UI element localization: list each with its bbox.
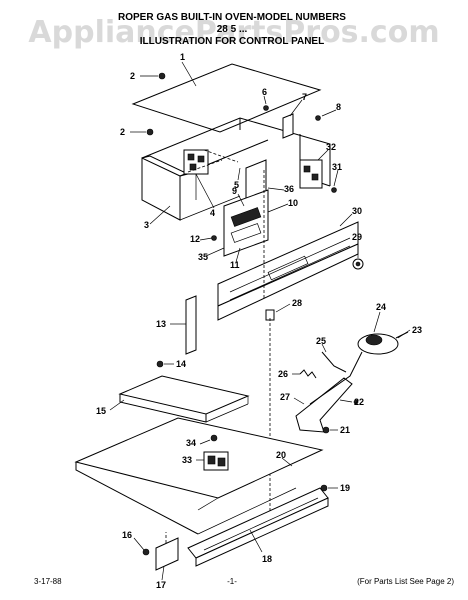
callout-9: 9 xyxy=(232,186,237,196)
callout-13: 13 xyxy=(156,319,166,329)
screw-16 xyxy=(142,548,150,556)
screw-2b xyxy=(146,128,154,136)
callout-34: 34 xyxy=(186,438,196,448)
callout-14: 14 xyxy=(176,359,186,369)
callout-labels: 1 2 2 3 4 5 6 7 8 9 10 11 12 13 14 15 16… xyxy=(96,52,422,590)
leader-lines xyxy=(109,61,411,581)
callout-23: 23 xyxy=(412,325,422,335)
callout-4: 4 xyxy=(210,208,215,218)
screw-14 xyxy=(156,360,164,368)
callout-32: 32 xyxy=(326,142,336,152)
side-trim-13 xyxy=(185,295,197,355)
callout-24: 24 xyxy=(376,302,386,312)
callout-12: 12 xyxy=(190,234,200,244)
spark-rod-25 xyxy=(321,351,347,373)
screw-2a xyxy=(158,72,166,80)
bracket-7 xyxy=(263,105,321,139)
diagram-subtitle: ILLUSTRATION FOR CONTROL PANEL xyxy=(140,36,324,47)
callout-31: 31 xyxy=(332,162,342,172)
bracket-17 xyxy=(155,537,179,571)
callout-25: 25 xyxy=(316,336,326,346)
footer-parts-list-note: (For Parts List See Page 2) xyxy=(357,577,454,586)
top-cover-panel xyxy=(131,63,322,133)
callout-17: 17 xyxy=(156,580,166,590)
callout-10: 10 xyxy=(288,198,298,208)
callout-30: 30 xyxy=(352,206,362,216)
callout-2: 2 xyxy=(130,71,135,81)
callout-11: 11 xyxy=(230,260,240,270)
callout-36: 36 xyxy=(284,184,294,194)
clip-27 xyxy=(353,399,359,405)
watermark: AppliancePartsPros.com xyxy=(28,15,439,50)
screw-19 xyxy=(320,484,328,492)
callout-21: 21 xyxy=(340,425,350,435)
igniter-23 xyxy=(357,331,409,355)
igniter-bracket-22 xyxy=(295,351,363,433)
spring-26 xyxy=(299,369,317,379)
base-plate xyxy=(74,417,324,535)
diagram-title: ROPER GAS BUILT-IN OVEN-MODEL NUMBERS xyxy=(118,12,346,23)
callout-15: 15 xyxy=(96,406,106,416)
footer-date: 3-17-88 xyxy=(34,577,62,586)
rail-15 xyxy=(118,375,250,423)
callout-6: 6 xyxy=(262,87,267,97)
callout-16: 16 xyxy=(122,530,132,540)
callout-29: 29 xyxy=(352,232,362,242)
callout-22: 22 xyxy=(354,397,364,407)
screw-21 xyxy=(322,426,330,434)
callout-1: 1 xyxy=(180,52,185,62)
callout-33: 33 xyxy=(182,455,192,465)
callout-18: 18 xyxy=(262,554,272,564)
callout-7: 7 xyxy=(302,92,307,102)
model-numbers: 28 5 ... xyxy=(217,24,248,35)
callout-26: 26 xyxy=(278,369,288,379)
callout-2: 2 xyxy=(120,127,125,137)
callout-27: 27 xyxy=(280,392,290,402)
callout-19: 19 xyxy=(340,483,350,493)
switch-32 xyxy=(299,159,337,193)
valve-33 xyxy=(203,451,229,471)
front-rail-18 xyxy=(187,487,329,567)
guide-line xyxy=(203,149,239,163)
callout-3: 3 xyxy=(144,220,149,230)
callout-8: 8 xyxy=(336,102,341,112)
guide-line xyxy=(187,159,223,173)
switch-block xyxy=(183,149,209,175)
footer-page-number: -1- xyxy=(227,577,237,586)
knob-29 xyxy=(352,258,364,270)
timer-module xyxy=(211,189,269,257)
callout-28: 28 xyxy=(292,298,302,308)
callout-20: 20 xyxy=(276,450,286,460)
callout-5: 5 xyxy=(234,180,239,190)
screw-34 xyxy=(210,434,218,442)
callout-35: 35 xyxy=(198,252,208,262)
